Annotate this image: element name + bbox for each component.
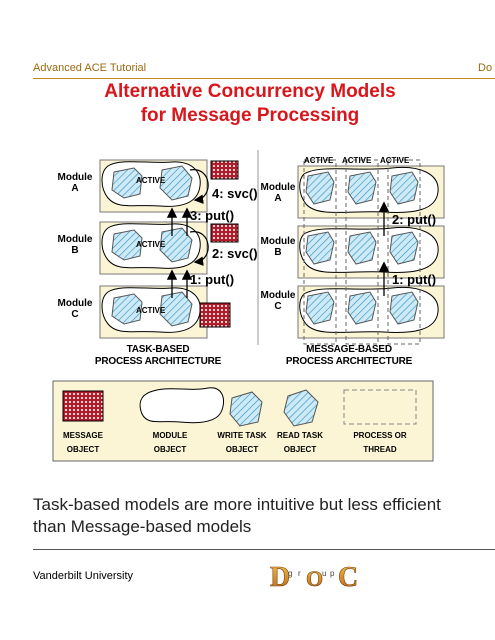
logo-d: D bbox=[270, 562, 290, 593]
task-based-diagram bbox=[99, 159, 239, 339]
doc-group-logo: D g r O u p C bbox=[270, 562, 359, 594]
task-active-c: ACTIVE bbox=[136, 306, 166, 315]
task-step-1: 1: put() bbox=[190, 272, 235, 287]
legend-thread-icon bbox=[343, 389, 417, 425]
footer-text: Vanderbilt University bbox=[33, 570, 134, 582]
task-active-b: ACTIVE bbox=[136, 240, 166, 249]
legend-message-icon bbox=[62, 390, 104, 422]
legend-module-icon bbox=[139, 387, 224, 424]
legend-write-task-icon bbox=[229, 391, 263, 427]
task-read-c bbox=[159, 291, 193, 327]
logo-c: C bbox=[338, 562, 358, 593]
header-rule bbox=[33, 78, 495, 79]
logo-p: p bbox=[330, 569, 335, 578]
task-step-2: 2: svc() bbox=[212, 246, 258, 261]
task-step-3: 3: put() bbox=[190, 208, 235, 223]
header-right: Do bbox=[478, 62, 493, 74]
slide-title: Alternative Concurrency Models for Messa… bbox=[40, 80, 460, 128]
task-read-b bbox=[159, 227, 193, 263]
msg-active-1: ACTIVE bbox=[304, 156, 334, 165]
legend-read-task-icon bbox=[283, 389, 319, 427]
header-title: Advanced ACE Tutorial bbox=[33, 62, 147, 74]
task-active-a: ACTIVE bbox=[136, 176, 166, 185]
task-message-b bbox=[210, 223, 239, 243]
logo-u: u bbox=[322, 569, 326, 578]
summary-text: Task-based models are more intuitive but… bbox=[33, 495, 441, 536]
logo-g: g bbox=[288, 569, 292, 578]
msg-active-3: ACTIVE bbox=[380, 156, 410, 165]
footer-rule bbox=[33, 549, 495, 550]
logo-r: r bbox=[298, 569, 301, 578]
task-read-a bbox=[159, 165, 193, 201]
msg-active-2: ACTIVE bbox=[342, 156, 372, 165]
task-message-a bbox=[210, 160, 239, 180]
msg-step-1: 1: put() bbox=[392, 272, 437, 287]
message-based-diagram bbox=[297, 159, 445, 345]
task-message-c bbox=[199, 302, 231, 328]
msg-step-2: 2: put() bbox=[392, 212, 437, 227]
task-step-4: 4: svc() bbox=[212, 186, 258, 201]
title-line-2: for Message Processing bbox=[140, 105, 360, 126]
thread-column-1 bbox=[303, 159, 337, 345]
logo-o: O bbox=[306, 566, 323, 591]
task-write-a bbox=[111, 167, 143, 199]
thread-column-2 bbox=[345, 159, 379, 345]
title-line-1: Alternative Concurrency Models bbox=[104, 81, 396, 102]
task-write-b bbox=[111, 229, 143, 261]
thread-column-3 bbox=[387, 159, 421, 345]
task-write-c bbox=[111, 293, 143, 325]
